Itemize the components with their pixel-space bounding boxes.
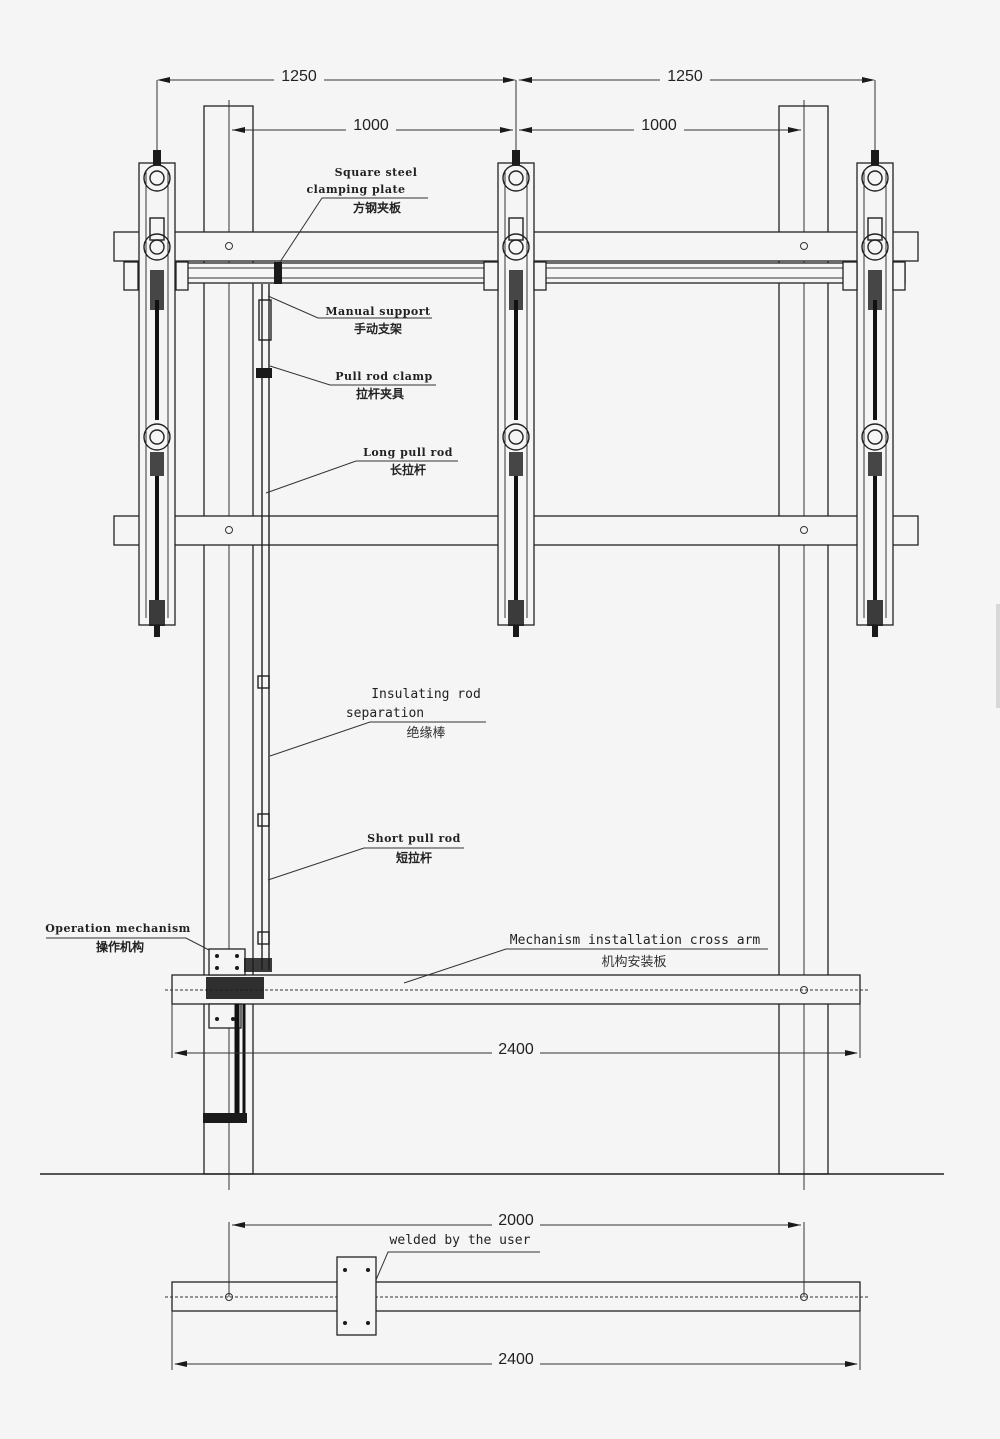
switch-column-right [842,150,906,637]
dim-inner-left-text: 1000 [353,117,389,134]
insulating-rod-label-en-1: Insulating rod [371,687,481,702]
pull-rod-assembly [256,284,272,970]
dim-inner-right-text: 1000 [641,117,677,134]
dim-top-left: 1250 [156,68,516,150]
clamping-plate-label-en-1: Square steel [335,166,418,179]
mechanism-cross-arm [165,974,868,1005]
callout-long-pull-rod: Long pull rod 长拉杆 [265,446,458,494]
long-pull-rod-label-cn: 长拉杆 [390,462,426,477]
operation-mechanism [203,948,272,1123]
clamping-plate [274,262,282,284]
switch-column-left [123,150,189,637]
bottom-detail-view: welded by the user 2000 2400 [165,1212,868,1370]
scroll-indicator [996,604,1000,708]
dim-top-left-text: 1250 [281,68,317,85]
clamping-plate-label-en-2: clamping plate [306,183,405,196]
dim-top-right-text: 1250 [667,68,703,85]
callout-operation-mechanism: Operation mechanism 操作机构 [45,922,210,954]
dim-inner-right: 1000 [519,117,801,134]
cross-arm-label-cn: 机构安装板 [601,955,666,970]
callout-manual-support: Manual support 手动支架 [267,295,432,336]
welded-note: welded by the user [390,1233,531,1248]
short-pull-rod-label-cn: 短拉杆 [396,850,432,865]
dim-top-right: 1250 [515,68,876,150]
operation-mechanism-label-en: Operation mechanism [45,922,191,935]
callout-insulating-rod: Insulating rod separation 绝缘棒 [269,687,486,757]
callout-cross-arm: Mechanism installation cross arm 机构安装板 [403,933,768,984]
long-pull-rod-label-en: Long pull rod [363,446,453,459]
dim-inner-left: 1000 [232,117,513,134]
insulating-rod-label-en-2: separation [346,706,424,721]
pull-rod-clamp-label-en: Pull rod clamp [335,370,432,383]
clamping-plate-label-cn: 方钢夹板 [353,200,402,215]
switch-column-middle [483,150,547,637]
dim-cross-arm-text: 2400 [498,1041,534,1058]
operation-mechanism-label-cn: 操作机构 [96,939,144,954]
dim-bottom-arm-text: 2400 [498,1351,534,1368]
insulating-rod-label-cn: 绝缘棒 [406,725,445,741]
callout-short-pull-rod: Short pull rod 短拉杆 [267,832,464,881]
callout-clamping-plate: Square steel clamping plate 方钢夹板 [279,166,428,263]
manual-support-label-en: Manual support [325,305,431,318]
callout-pull-rod-clamp: Pull rod clamp 拉杆夹具 [269,365,436,401]
welded-plate [336,1256,377,1336]
cross-arm-label-en: Mechanism installation cross arm [510,933,761,948]
pull-rod-clamp-label-cn: 拉杆夹具 [356,386,404,401]
dim-hole-spacing-text: 2000 [498,1212,534,1229]
short-pull-rod-label-en: Short pull rod [367,832,461,845]
manual-support-label-cn: 手动支架 [354,321,402,336]
dim-cross-arm: 2400 [171,1004,861,1058]
